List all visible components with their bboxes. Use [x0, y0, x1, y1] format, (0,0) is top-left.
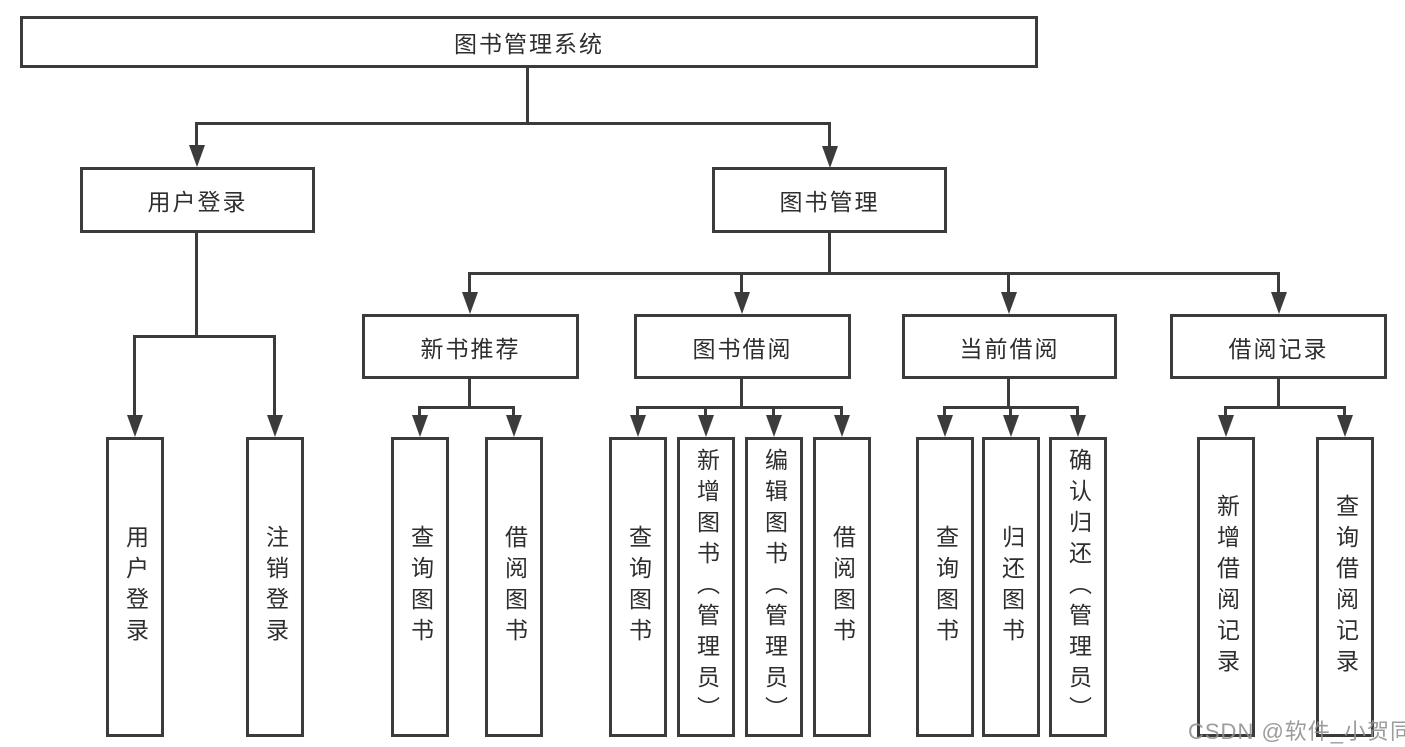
connector-line — [133, 335, 276, 338]
arrowhead-icon — [1001, 292, 1017, 314]
arrowhead-icon — [1070, 415, 1086, 437]
connector-line — [840, 406, 843, 419]
leaf-search-books-recommend: 查询图书 — [391, 437, 449, 737]
arrowhead-icon — [937, 415, 953, 437]
connector-line — [195, 122, 198, 149]
arrowhead-icon — [734, 292, 750, 314]
leaf-borrow-books-borrowing: 借阅图书 — [813, 437, 871, 737]
connector-line — [1343, 406, 1346, 419]
node-book-borrowing: 图书借阅 — [634, 314, 851, 379]
arrowhead-icon — [267, 415, 283, 437]
arrowhead-icon — [766, 415, 782, 437]
connector-line — [1076, 406, 1079, 419]
arrowhead-icon — [1271, 292, 1287, 314]
connector-line — [1224, 406, 1227, 419]
arrowhead-icon — [189, 145, 205, 167]
arrowhead-icon — [698, 415, 714, 437]
leaf-confirm-return-admin: 确认归还（管理员） — [1049, 437, 1107, 737]
connector-line — [195, 233, 198, 335]
arrowhead-icon — [506, 415, 522, 437]
leaf-add-borrow-record: 新增借阅记录 — [1197, 437, 1255, 737]
arrowhead-icon — [462, 292, 478, 314]
arrowhead-icon — [1003, 415, 1019, 437]
leaf-borrow-books-recommend: 借阅图书 — [485, 437, 543, 737]
arrowhead-icon — [822, 146, 838, 168]
node-user-login: 用户登录 — [80, 167, 315, 233]
leaf-logout-login: 注销登录 — [246, 437, 304, 737]
arrowhead-icon — [1337, 415, 1353, 437]
connector-line — [1277, 379, 1280, 406]
connector-line — [468, 272, 1280, 275]
connector-line — [468, 272, 471, 297]
node-new-book-recommendation: 新书推荐 — [362, 314, 579, 379]
node-book-management: 图书管理 — [712, 167, 947, 233]
connector-line — [1007, 379, 1010, 406]
connector-line — [273, 335, 276, 420]
leaf-user-login: 用户登录 — [106, 437, 164, 737]
connector-line — [772, 406, 775, 419]
connector-line — [740, 272, 743, 297]
leaf-add-books-admin: 新增图书（管理员） — [677, 437, 735, 737]
connector-line — [828, 122, 831, 149]
connector-line — [1277, 272, 1280, 297]
arrowhead-icon — [834, 415, 850, 437]
csdn-watermark: CSDN @软件_小贺同学 — [1188, 719, 1405, 744]
leaf-search-books-current: 查询图书 — [916, 437, 974, 737]
connector-line — [526, 68, 529, 122]
connector-line — [1224, 406, 1346, 409]
leaf-edit-books-admin: 编辑图书（管理员） — [745, 437, 803, 737]
connector-line — [740, 379, 743, 406]
leaf-search-books-borrowing: 查询图书 — [609, 437, 667, 737]
arrowhead-icon — [630, 415, 646, 437]
connector-line — [636, 406, 639, 419]
node-library-management-system: 图书管理系统 — [20, 16, 1038, 68]
connector-line — [943, 406, 946, 419]
connector-line — [195, 122, 831, 125]
arrowhead-icon — [1218, 415, 1234, 437]
connector-line — [418, 406, 421, 419]
connector-line — [512, 406, 515, 419]
node-borrowing-records: 借阅记录 — [1170, 314, 1387, 379]
leaf-search-borrow-record: 查询借阅记录 — [1316, 437, 1374, 737]
connector-line — [704, 406, 707, 419]
connector-line — [636, 406, 843, 409]
arrowhead-icon — [412, 415, 428, 437]
connector-line — [1007, 272, 1010, 297]
connector-line — [468, 379, 471, 406]
leaf-return-books: 归还图书 — [982, 437, 1040, 737]
node-current-borrowing: 当前借阅 — [902, 314, 1117, 379]
connector-line — [418, 406, 515, 409]
arrowhead-icon — [127, 415, 143, 437]
connector-line — [828, 233, 831, 272]
connector-line — [1009, 406, 1012, 419]
connector-line — [133, 335, 136, 420]
